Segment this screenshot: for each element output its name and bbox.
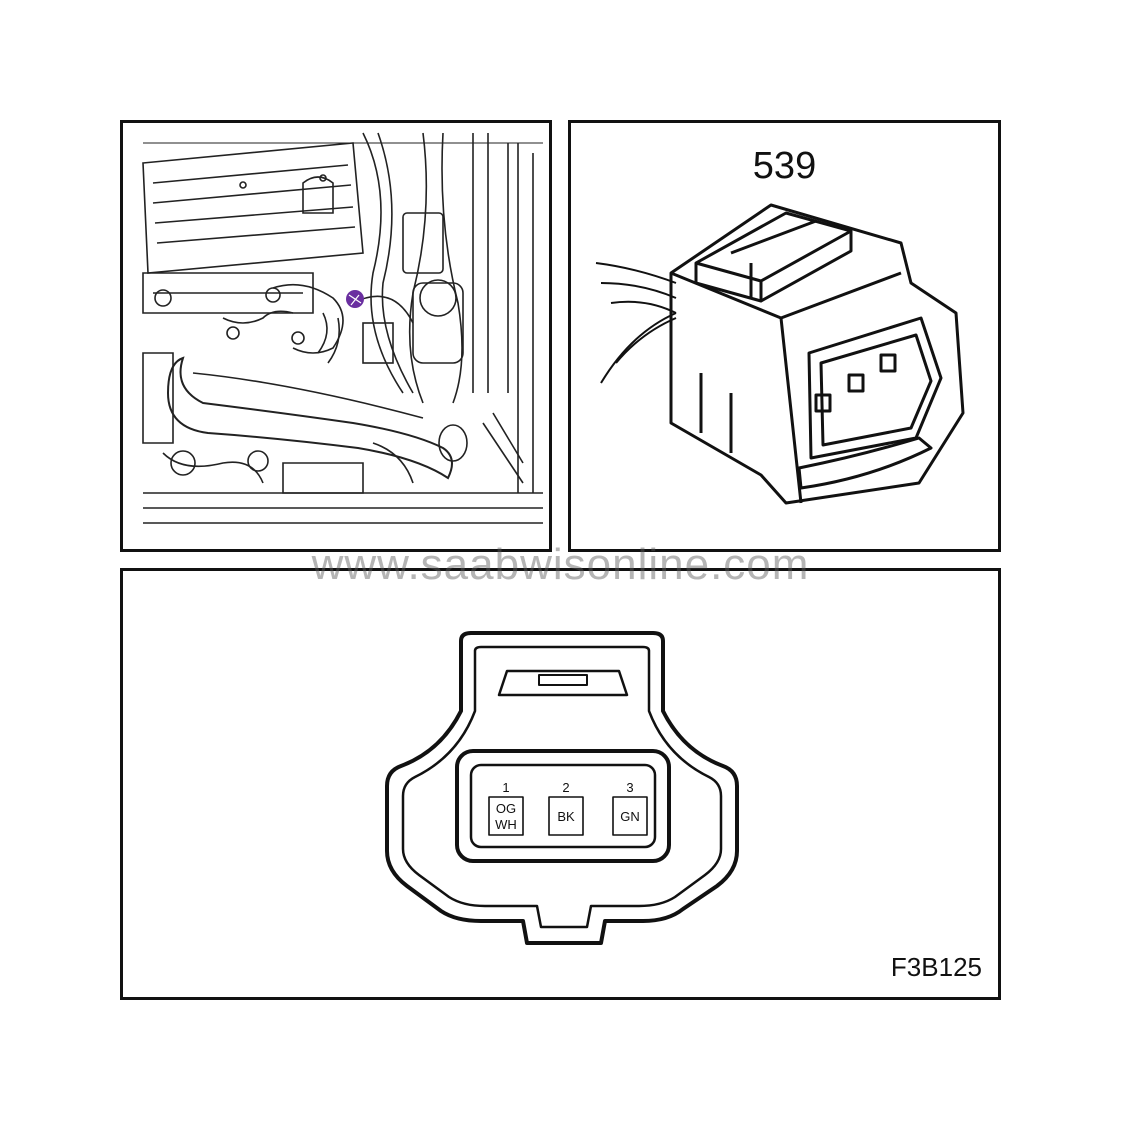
connector-face-view: 1 OG WH 2 BK 3 GN F3B125 xyxy=(120,568,1001,1000)
pin-1-number: 1 xyxy=(502,780,509,795)
pin-3-color: GN xyxy=(620,809,640,824)
connector-face-drawing: 1 OG WH 2 BK 3 GN xyxy=(385,631,739,945)
engine-bay-illustration xyxy=(120,120,552,552)
pin-2-number: 2 xyxy=(562,780,569,795)
pin-1-color-line2: WH xyxy=(495,817,517,832)
connector-3d-drawing xyxy=(595,203,965,505)
pin-1-color-line1: OG xyxy=(496,801,516,816)
component-number: 539 xyxy=(752,145,817,187)
watermark: www.saabwisonline.com xyxy=(311,540,810,589)
engine-bay-drawing xyxy=(142,132,543,524)
figure-id: F3B125 xyxy=(890,952,982,982)
connector-3d-illustration: 539 xyxy=(568,120,1001,552)
pin-2-color: BK xyxy=(557,809,575,824)
pin-3-number: 3 xyxy=(626,780,633,795)
